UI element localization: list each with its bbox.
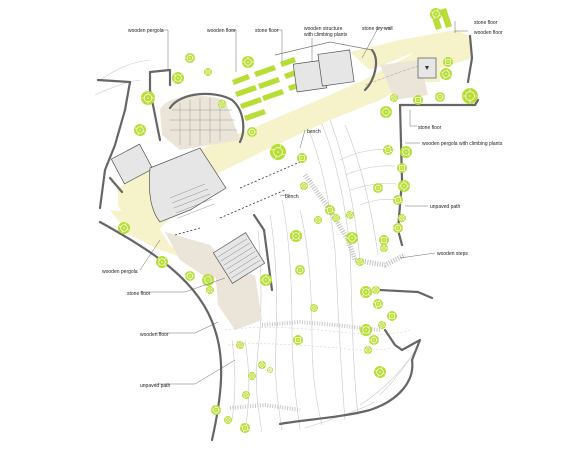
tree-icon (293, 335, 303, 345)
tree-icon (443, 57, 453, 67)
tree-icon (314, 216, 322, 224)
label-wooden-floor-left: wooden floor (140, 332, 169, 338)
tree-icon (380, 106, 392, 118)
tree-icon (290, 230, 302, 242)
tree-icon (360, 324, 372, 336)
tree-icon (398, 214, 406, 222)
tree-icon (372, 286, 380, 294)
label-wooden-floor-tr: wooden floor (474, 30, 503, 36)
tree-icon (430, 8, 442, 20)
tree-icon (356, 258, 364, 266)
label-wooden-steps: wooden steps (437, 251, 468, 257)
tree-icon (300, 182, 308, 190)
tree-icon (310, 304, 318, 312)
tree-icon (369, 335, 379, 345)
tree-icon (373, 183, 383, 193)
tree-icon (258, 361, 266, 369)
label-wooden-pergola-left: wooden pergola (102, 269, 138, 275)
tree-icon (236, 341, 244, 349)
tree-icon (211, 405, 221, 415)
tree-icon (260, 274, 272, 286)
tree-icon (346, 211, 354, 219)
tree-icon (202, 274, 214, 286)
trees (118, 8, 478, 433)
tree-icon (325, 205, 335, 215)
tree-icon (393, 195, 403, 205)
tree-icon (398, 180, 410, 192)
tree-icon (134, 124, 146, 136)
tree-icon (242, 56, 254, 68)
label-wooden-pergola-climbing: wooden pergola with climbing plants (422, 141, 503, 147)
label-stone-floor-right: stone floor (418, 125, 442, 131)
building-small-left (110, 143, 154, 185)
tree-icon (435, 92, 445, 102)
tree-icon (379, 235, 389, 245)
walls (96, 34, 480, 442)
tree-icon (172, 72, 184, 84)
label-stone-floor-left: stone floor (127, 291, 151, 297)
tree-icon (218, 100, 226, 108)
tree-icon (156, 256, 168, 268)
leader-lines (139, 21, 468, 385)
tree-icon (224, 416, 232, 424)
tree-icon (185, 271, 195, 281)
tree-icon (295, 265, 305, 275)
tree-icon (242, 391, 250, 399)
tree-icon (270, 144, 286, 160)
tree-icon (118, 222, 130, 234)
bench-rows (174, 61, 431, 236)
label-bench-lower: bench (285, 194, 299, 200)
tree-icon (413, 95, 423, 105)
tree-icon (332, 214, 340, 222)
tree-icon (206, 286, 214, 294)
wooden-steps (229, 173, 407, 412)
tree-icon (440, 68, 452, 80)
label-bench-upper: bench (307, 129, 321, 135)
tree-icon (378, 321, 386, 329)
tree-icon (397, 163, 407, 173)
tree-icon (185, 53, 195, 63)
tree-icon (383, 145, 393, 155)
label-unpaved-path-right: unpaved path (430, 204, 461, 210)
tree-icon (240, 423, 250, 433)
buildings (110, 49, 437, 284)
tree-icon (380, 244, 388, 252)
tree-icon (297, 153, 307, 163)
label-wooden-structure-1: wooden structure (304, 26, 343, 32)
label-stone-floor-tr: stone floor (474, 20, 498, 26)
building-main (148, 147, 227, 223)
label-stone-dry-wall: stone dry wall (362, 26, 393, 32)
tree-icon (267, 367, 273, 373)
tree-icon (373, 299, 383, 309)
wooden-structure-2 (317, 49, 355, 87)
tree-icon (400, 146, 412, 158)
tree-icon (387, 311, 397, 321)
label-unpaved-path-left: unpaved path (140, 383, 171, 389)
tree-icon (248, 372, 256, 380)
label-wooden-floor-top: wooden floor (207, 28, 236, 34)
tree-icon (360, 286, 372, 298)
building-hatched (212, 232, 266, 284)
tree-icon (393, 223, 403, 233)
tree-icon (364, 346, 372, 354)
label-wooden-structure-2: with climbing plants (304, 32, 348, 38)
tree-icon (141, 91, 155, 105)
tree-icon (204, 68, 212, 76)
tree-icon (247, 127, 257, 137)
label-stone-floor-top: stone floor (255, 28, 279, 34)
tree-icon (462, 88, 478, 104)
label-wooden-pergola-top: wooden pergola (128, 28, 164, 34)
tree-icon (374, 366, 386, 378)
tree-icon (390, 94, 398, 102)
labels: wooden pergola wooden floor stone floor … (102, 20, 503, 389)
tree-icon (346, 232, 358, 244)
